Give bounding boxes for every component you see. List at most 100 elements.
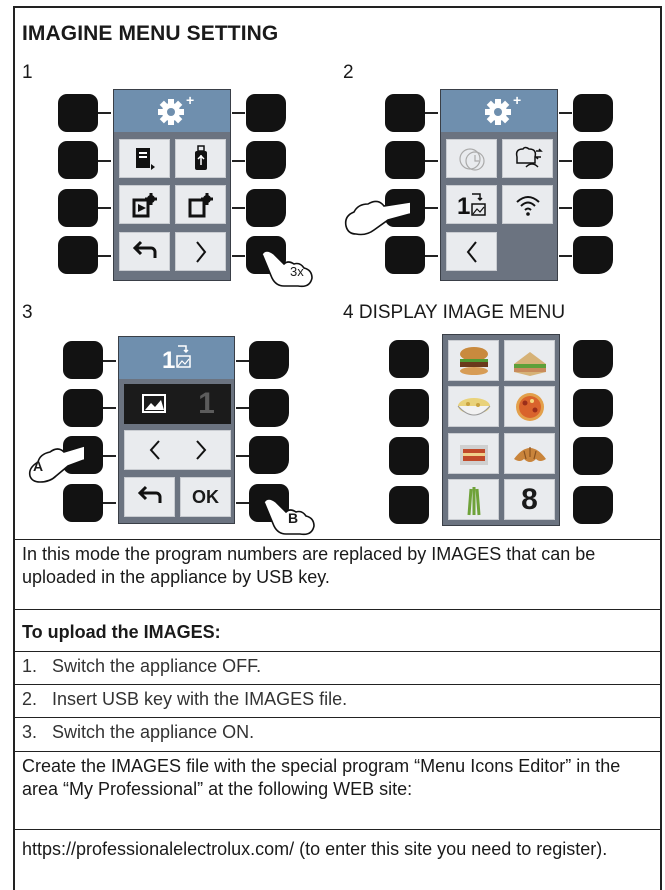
left-button-2[interactable] (389, 389, 429, 427)
left-button-4[interactable] (385, 236, 425, 274)
next-cell[interactable] (175, 232, 226, 271)
settings-gear-plus-icon: + (158, 92, 194, 125)
image-cell-6[interactable] (504, 433, 555, 474)
image-menu-icon: 1 (457, 193, 486, 220)
chef-hat-cell[interactable] (502, 139, 553, 178)
left-button-2[interactable] (58, 141, 98, 179)
image-menu-cell[interactable]: 1 (446, 185, 497, 224)
left-button-1[interactable] (58, 94, 98, 132)
square-gear-icon (132, 192, 157, 217)
right-button-4[interactable] (573, 486, 613, 524)
setting-b-cell[interactable] (175, 185, 226, 224)
croissant-image-icon (513, 446, 546, 462)
left-button-4[interactable] (389, 486, 429, 524)
right-button-2[interactable] (246, 141, 286, 179)
step-3-screen: 1 1 OK (118, 336, 235, 524)
svg-text:+: + (186, 92, 194, 108)
section-divider (13, 609, 662, 610)
section-divider (13, 829, 662, 830)
step-1-number: 1 (22, 62, 33, 83)
settings-header: + (441, 90, 557, 132)
chevron-left-icon (466, 240, 477, 263)
back-cell[interactable] (124, 477, 175, 517)
right-button-2[interactable] (573, 141, 613, 179)
scroll-cell[interactable] (124, 430, 231, 470)
right-button-3[interactable] (249, 436, 289, 474)
list-number: 3. (22, 722, 38, 742)
right-button-2[interactable] (249, 389, 289, 427)
sandwich-image-icon (513, 351, 546, 376)
right-button-4[interactable] (573, 236, 613, 274)
left-button-2[interactable] (385, 141, 425, 179)
wifi-cell[interactable] (502, 185, 553, 224)
image-cell-4[interactable] (504, 386, 555, 427)
press-hand-icon (261, 250, 313, 288)
left-button-1[interactable] (385, 94, 425, 132)
list-number: 2. (22, 689, 38, 709)
back-arrow-icon (132, 240, 156, 258)
prev-cell[interactable] (446, 232, 497, 271)
press-hand-icon (263, 498, 315, 536)
image-cell-3[interactable] (448, 386, 499, 427)
image-cell-2[interactable] (504, 340, 555, 381)
svg-text:1: 1 (457, 193, 470, 220)
chef-hat-sync-icon (515, 146, 543, 168)
export-icon-cell[interactable] (119, 139, 170, 178)
left-button-4[interactable] (63, 484, 103, 522)
pasta-image-icon (457, 397, 490, 415)
back-arrow-icon (137, 485, 161, 503)
section-divider (13, 717, 662, 718)
square-gear-icon (188, 192, 213, 217)
press-hand-icon (28, 445, 85, 483)
left-button-3[interactable] (58, 189, 98, 227)
left-button-3[interactable] (389, 437, 429, 475)
section-divider (13, 751, 662, 752)
image-menu-header: 1 (119, 337, 234, 379)
clock-icon (458, 147, 485, 171)
list-item: 3. Switch the appliance ON. (22, 722, 254, 743)
clock-cell[interactable] (446, 139, 497, 178)
step-4-screen: 8 (442, 334, 560, 526)
page-title: IMAGINE MENU SETTING (22, 22, 279, 45)
section-divider (13, 539, 662, 540)
ok-button[interactable]: OK (180, 477, 231, 517)
right-button-1[interactable] (573, 340, 613, 378)
section-divider (13, 684, 662, 685)
image-cell-7[interactable] (448, 479, 499, 520)
press-hand-icon (344, 200, 411, 236)
image-cell-8[interactable]: 8 (504, 479, 555, 520)
press-count-label: 3x (290, 264, 304, 279)
right-button-1[interactable] (246, 94, 286, 132)
left-button-2[interactable] (63, 389, 103, 427)
right-button-3[interactable] (573, 189, 613, 227)
svg-text:1: 1 (162, 347, 175, 374)
left-button-1[interactable] (63, 341, 103, 379)
list-number: 1. (22, 656, 38, 676)
image-menu-icon: 1 (162, 345, 191, 374)
intro-text: In this mode the program numbers are rep… (22, 544, 596, 587)
right-button-3[interactable] (573, 437, 613, 475)
settings-gear-plus-icon: + (485, 92, 521, 125)
step-2-number: 2 (343, 62, 354, 83)
image-number-value: 1 (198, 387, 215, 420)
list-item: 1.Switch the appliance OFF. (22, 656, 261, 677)
pizza-image-icon (515, 392, 544, 421)
list-item: 2.Insert USB key with the IMAGES file. (22, 689, 347, 710)
setting-a-cell[interactable] (119, 185, 170, 224)
right-button-1[interactable] (249, 341, 289, 379)
left-button-4[interactable] (58, 236, 98, 274)
image-cell-5[interactable] (448, 433, 499, 474)
section-divider (13, 651, 662, 652)
right-button-2[interactable] (573, 389, 613, 427)
left-button-1[interactable] (389, 340, 429, 378)
back-cell[interactable] (119, 232, 170, 271)
page-frame (13, 6, 662, 890)
device-export-icon (135, 147, 155, 170)
list-text: Switch the appliance ON. (52, 722, 255, 742)
right-button-1[interactable] (573, 94, 613, 132)
step-3-number: 3 (22, 302, 33, 323)
usb-icon-cell[interactable] (175, 139, 226, 178)
image-cell-1[interactable] (448, 340, 499, 381)
create-text: Create the IMAGES file with the special … (22, 756, 621, 799)
right-button-3[interactable] (246, 189, 286, 227)
